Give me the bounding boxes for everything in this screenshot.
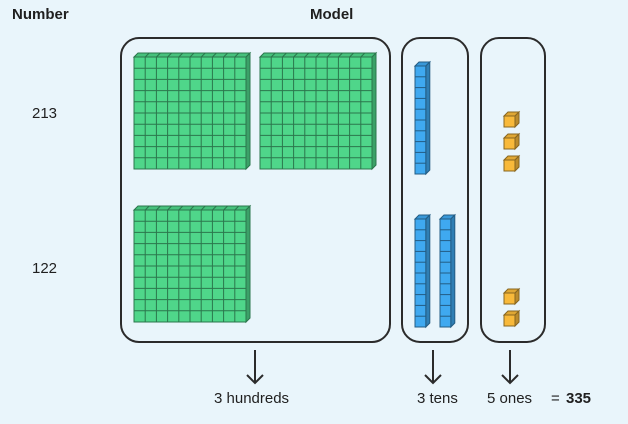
tens-total-label: 3 tens [417, 390, 458, 407]
ten-rod [438, 213, 457, 329]
one-cube [502, 110, 521, 129]
number-value: 122 [32, 260, 58, 277]
hundred-flat [132, 204, 252, 324]
arrow-down-icon [501, 350, 519, 385]
number-header: Number [12, 6, 69, 23]
ten-rod [413, 60, 432, 176]
one-cube [502, 309, 521, 328]
arrow-down-icon [246, 350, 264, 385]
hundreds-total-label: 3 hundreds [214, 390, 290, 407]
one-cube [502, 287, 521, 306]
result-value: 335 [566, 390, 592, 407]
ten-rod [413, 213, 432, 329]
one-cube [502, 132, 521, 151]
equals-sign: = [551, 390, 560, 407]
ones-total-label: 5 ones [487, 390, 533, 407]
hundred-flat [132, 51, 252, 171]
number-value: 213 [32, 105, 58, 122]
one-cube [502, 154, 521, 173]
ones-column-box [480, 37, 546, 343]
hundreds-column-box [120, 37, 391, 343]
model-header: Model [310, 6, 354, 23]
hundred-flat [258, 51, 378, 171]
tens-column-box [401, 37, 469, 343]
arrow-down-icon [424, 350, 442, 385]
